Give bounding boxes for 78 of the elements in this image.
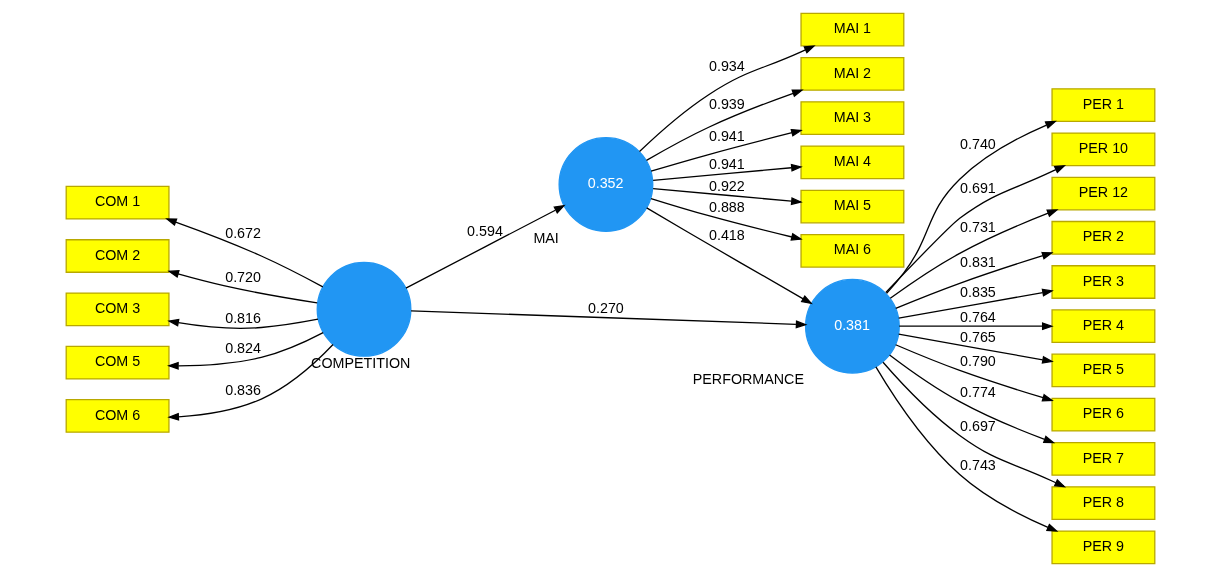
arrow	[646, 207, 813, 305]
node-circle: 0.381	[804, 278, 900, 374]
arrow	[410, 310, 808, 329]
node-box: MAI 2	[800, 57, 905, 91]
arrow	[882, 361, 1067, 488]
node-label: MAI	[533, 229, 559, 246]
node-box: PER 4	[1051, 309, 1156, 344]
arrow	[898, 322, 1054, 331]
edge-label: 0.941	[709, 155, 745, 172]
node-box: PER 9	[1051, 530, 1156, 565]
edge-label: 0.691	[960, 180, 996, 197]
arrow	[885, 164, 1067, 294]
edge-label: 0.831	[960, 254, 996, 271]
node-box: PER 3	[1051, 265, 1156, 299]
edge-label: 0.697	[960, 418, 996, 435]
node-circle	[316, 261, 412, 357]
node-box: MAI 5	[800, 189, 905, 224]
node-box: PER 1	[1051, 88, 1156, 123]
arrow	[167, 332, 324, 370]
arrow	[167, 318, 319, 330]
node-box: PER 10	[1051, 132, 1156, 167]
edge-label: 0.774	[960, 384, 996, 401]
edge-label: 0.418	[709, 227, 745, 244]
edge-label: 0.594	[467, 223, 503, 240]
arrow	[645, 89, 804, 162]
node-box: MAI 6	[800, 233, 905, 268]
arrow	[895, 251, 1054, 309]
edge-label: 0.743	[960, 457, 996, 474]
node-box: MAI 4	[800, 145, 905, 180]
arrow	[405, 204, 566, 289]
edge-label: 0.922	[709, 177, 745, 194]
node-box: PER 7	[1051, 441, 1156, 476]
edge-label: 0.740	[960, 136, 996, 153]
edge-label: 0.941	[709, 128, 745, 145]
edge-label: 0.939	[709, 95, 745, 112]
edge-label: 0.816	[225, 310, 261, 327]
node-box: PER 5	[1051, 353, 1156, 388]
edge-label: 0.270	[588, 299, 624, 316]
edge-label: 0.672	[225, 224, 261, 241]
node-box: COM 1	[65, 185, 170, 220]
arrow	[638, 45, 816, 153]
edge-label: 0.720	[225, 268, 261, 285]
node-box: MAI 1	[800, 12, 905, 47]
arrow	[898, 288, 1054, 319]
arrow	[895, 344, 1054, 402]
arrow	[888, 354, 1056, 444]
node-circle: 0.352	[558, 137, 654, 232]
edge-label: 0.835	[960, 284, 996, 301]
arrow	[650, 197, 803, 241]
arrow	[898, 333, 1054, 364]
node-box: COM 3	[65, 292, 170, 327]
arrow	[886, 120, 1057, 294]
arrow	[165, 218, 324, 288]
node-box: COM 2	[65, 239, 170, 273]
node-box: COM 5	[65, 345, 170, 380]
node-label: COMPETITION	[311, 354, 411, 371]
node-box: PER 6	[1051, 397, 1156, 432]
node-box: PER 2	[1051, 220, 1156, 255]
node-label: PERFORMANCE	[692, 371, 804, 388]
edge-label: 0.934	[709, 58, 745, 75]
arrow	[167, 343, 334, 421]
node-box: PER 8	[1051, 486, 1156, 520]
arrow	[652, 163, 803, 181]
node-box: MAI 3	[800, 101, 905, 136]
edge-label: 0.836	[225, 381, 261, 398]
arrow	[650, 128, 803, 172]
node-box: COM 6	[65, 399, 170, 433]
arrow	[889, 209, 1059, 299]
edge-label: 0.888	[709, 198, 745, 215]
arrow	[652, 187, 803, 206]
edge-label: 0.764	[960, 309, 996, 326]
arrow	[875, 366, 1059, 532]
edge-label: 0.765	[960, 328, 996, 345]
edge-label: 0.824	[225, 340, 261, 357]
edge-label: 0.731	[960, 219, 996, 236]
edge-label: 0.790	[960, 353, 996, 370]
node-box: PER 12	[1051, 176, 1156, 211]
arrow	[167, 270, 318, 304]
